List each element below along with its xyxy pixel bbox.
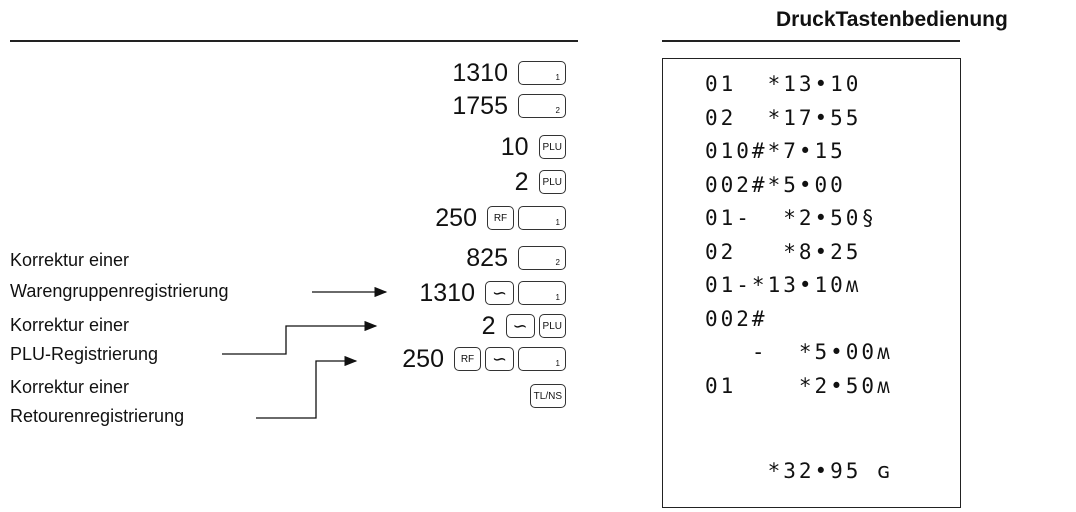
sequence-row-8: 2 ∽ PLU — [482, 311, 566, 341]
department-key-1[interactable]: 1 — [518, 206, 566, 230]
plu-key[interactable]: PLU — [538, 170, 566, 194]
sequence-row-1: 1310 1 — [452, 58, 566, 88]
void-key[interactable]: ∽ — [505, 314, 535, 338]
department-key-2[interactable]: 2 — [518, 94, 566, 118]
annotation-line: Korrektur einer — [10, 315, 130, 335]
sequence-value: 1310 — [452, 58, 508, 87]
receipt-line: 01 *13•10 — [705, 72, 862, 96]
right-divider — [662, 40, 960, 42]
receipt-line: - *5•00ʍ — [705, 340, 893, 364]
receipt-line: 010#*7•15 — [705, 139, 846, 163]
receipt-line: *32•95 ɢ — [705, 459, 893, 483]
sequence-row-4: 2 PLU — [515, 167, 566, 197]
sequence-row-2: 1755 2 — [452, 91, 566, 121]
sequence-row-3: 10 PLU — [501, 132, 566, 162]
total-key[interactable]: TL/NS — [529, 384, 566, 408]
plu-key[interactable]: PLU — [538, 135, 566, 159]
refund-key[interactable]: RF — [487, 206, 514, 230]
left-divider — [10, 40, 578, 42]
receipt-line: 01- *2•50§ — [705, 206, 878, 230]
department-key-1[interactable]: 1 — [518, 347, 566, 371]
sequence-value: 2 — [514, 167, 529, 196]
receipt-line: 01 *2•50ʍ — [705, 374, 893, 398]
refund-key[interactable]: RF — [454, 347, 481, 371]
sequence-value: 2 — [481, 311, 496, 340]
leader-plu — [222, 320, 378, 355]
void-key[interactable]: ∽ — [485, 347, 514, 371]
annotation-line: Retourenregistrierung — [10, 406, 185, 426]
sequence-row-10: TL/NS — [526, 381, 566, 411]
sequence-row-7: 1310 ∽ 1 — [419, 278, 566, 308]
sequence-value: 250 — [402, 344, 444, 373]
receipt-line: 002# — [705, 307, 768, 331]
department-key-2[interactable]: 2 — [518, 246, 566, 270]
sequence-row-9: 250 RF ∽ 1 — [402, 344, 566, 374]
sequence-value: 825 — [466, 243, 508, 272]
sequence-row-5: 250 RF 1 — [435, 203, 566, 233]
annotation-line: Korrektur einer — [10, 250, 130, 270]
sequence-value: 250 — [435, 203, 477, 232]
sequence-value: 1310 — [419, 278, 475, 307]
receipt-line: 02 *17•55 — [705, 106, 862, 130]
annotation-line: Warengruppenregistrierung — [10, 281, 229, 301]
receipt-line: 002#*5•00 — [705, 173, 846, 197]
page-title: DruckTastenbedienung — [776, 8, 1008, 31]
sequence-value: 10 — [500, 132, 529, 161]
annotation-line: Korrektur einer — [10, 377, 130, 397]
receipt-line: 01-*13•10ʍ — [705, 273, 862, 297]
department-key-1[interactable]: 1 — [518, 281, 566, 305]
department-key-1[interactable]: 1 — [518, 61, 566, 85]
plu-key[interactable]: PLU — [538, 314, 566, 338]
receipt-line: 02 *8•25 — [705, 240, 862, 264]
sequence-row-6: 825 2 — [466, 243, 566, 273]
leader-retouren — [256, 355, 358, 419]
sequence-value: 1755 — [452, 91, 508, 120]
receipt-printout: 01 *13•10 02 *17•55 010#*7•15 002#*5•00 01- … — [662, 58, 961, 508]
void-key[interactable]: ∽ — [485, 281, 514, 305]
annotation-line: PLU-Registrierung — [10, 344, 159, 364]
